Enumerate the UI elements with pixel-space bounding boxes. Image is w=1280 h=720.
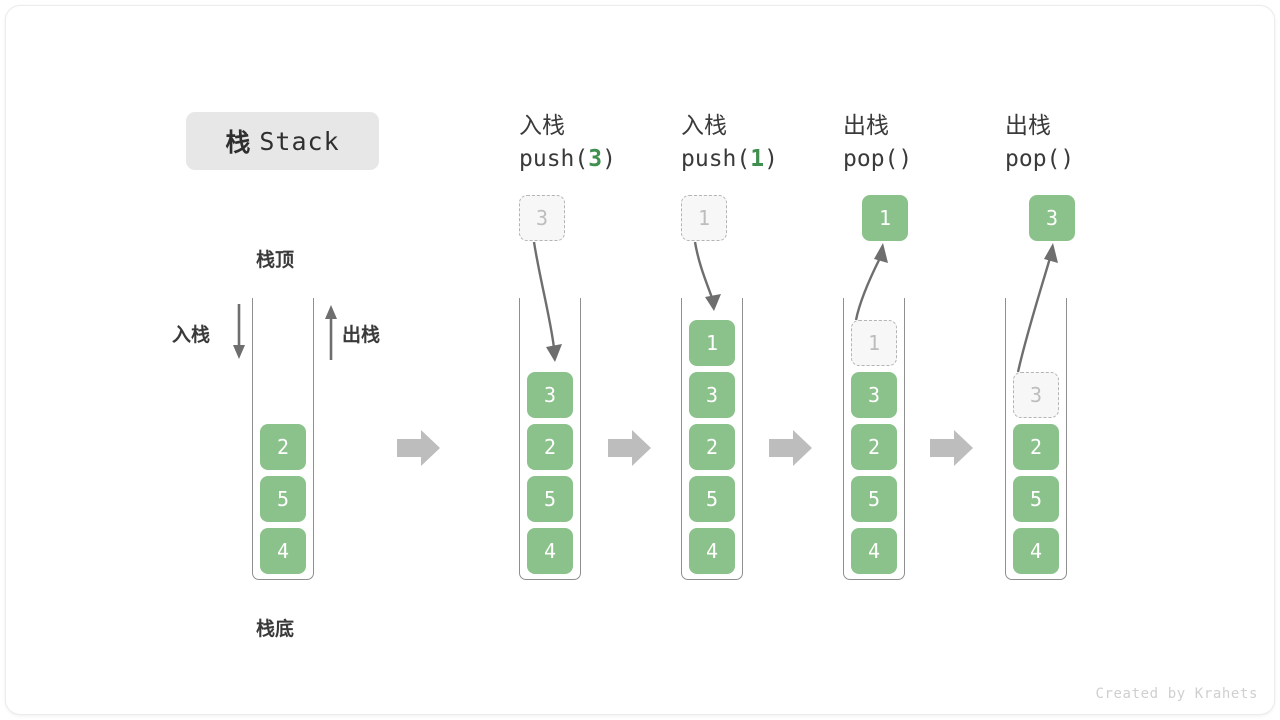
pop-arrow-up-icon bbox=[325, 305, 337, 360]
stack-cell: 5 bbox=[851, 476, 897, 522]
call-suffix: ) bbox=[1060, 146, 1075, 172]
cell-value: 3 bbox=[1045, 206, 1059, 230]
step-op-label: 出栈 bbox=[1005, 113, 1051, 139]
call-suffix: ) bbox=[602, 146, 616, 172]
cell-value: 3 bbox=[543, 383, 557, 407]
stack-cell: 2 bbox=[527, 424, 573, 470]
step-stack-container bbox=[681, 298, 743, 580]
reference-stack-container bbox=[252, 298, 314, 580]
page-title-cjk: 栈 bbox=[225, 128, 251, 157]
call-suffix: ) bbox=[764, 146, 778, 172]
cell-value: 4 bbox=[1029, 539, 1043, 563]
stack-cell: 5 bbox=[689, 476, 735, 522]
push-direction-label: 入栈 bbox=[172, 324, 211, 346]
step-op-label: 入栈 bbox=[519, 113, 565, 139]
step-call-label: push(1) bbox=[681, 146, 778, 172]
cell-value: 3 bbox=[1029, 383, 1043, 407]
incoming-element: 1 bbox=[681, 195, 727, 241]
cell-value: 1 bbox=[705, 331, 719, 355]
cell-value: 2 bbox=[1029, 435, 1043, 459]
stack-cell: 5 bbox=[527, 476, 573, 522]
incoming-element: 3 bbox=[519, 195, 565, 241]
popped-element: 3 bbox=[1029, 195, 1075, 241]
cell-value: 3 bbox=[535, 206, 549, 230]
cell-value: 2 bbox=[867, 435, 881, 459]
credit-footer: Created by Krahets bbox=[1095, 686, 1258, 702]
step-header: 入栈 push(3) bbox=[519, 106, 616, 172]
cell-value: 3 bbox=[705, 383, 719, 407]
stack-cell: 2 bbox=[1013, 424, 1059, 470]
step-stack-container bbox=[519, 298, 581, 580]
step-call-label: pop() bbox=[843, 146, 912, 172]
popped-element: 1 bbox=[862, 195, 908, 241]
stack-cell: 4 bbox=[689, 528, 735, 574]
stack-cell: 1 bbox=[851, 320, 897, 366]
cell-value: 4 bbox=[276, 539, 290, 563]
stack-cell: 4 bbox=[527, 528, 573, 574]
push-arrow-down-icon bbox=[233, 304, 245, 359]
stack-cell: 3 bbox=[1013, 372, 1059, 418]
call-prefix: pop( bbox=[843, 146, 899, 172]
page-title: 栈 Stack bbox=[186, 112, 379, 170]
cell-value: 4 bbox=[867, 539, 881, 563]
stack-cell: 4 bbox=[260, 528, 306, 574]
step-header: 入栈 push(1) bbox=[681, 106, 778, 172]
stack-cell: 2 bbox=[260, 424, 306, 470]
stack-top-label: 栈顶 bbox=[256, 249, 295, 271]
cell-value: 1 bbox=[867, 331, 881, 355]
call-suffix: ) bbox=[898, 146, 913, 172]
step-stack-container bbox=[843, 298, 905, 580]
stack-cell: 2 bbox=[689, 424, 735, 470]
call-prefix: pop( bbox=[1005, 146, 1061, 172]
step-header: 出栈 pop() bbox=[1005, 106, 1074, 172]
call-argument: 1 bbox=[750, 146, 765, 172]
stack-cell: 5 bbox=[1013, 476, 1059, 522]
stack-cell: 5 bbox=[260, 476, 306, 522]
step-op-label: 入栈 bbox=[681, 113, 727, 139]
call-prefix: push( bbox=[519, 146, 589, 172]
step-header: 出栈 pop() bbox=[843, 106, 912, 172]
step-call-label: pop() bbox=[1005, 146, 1074, 172]
flow-separator-arrow-icon bbox=[608, 430, 651, 466]
flow-separator-arrow-icon bbox=[397, 430, 440, 466]
pop-direction-label: 出栈 bbox=[342, 324, 381, 346]
cell-value: 5 bbox=[543, 487, 557, 511]
step-stack-container bbox=[1005, 298, 1067, 580]
stack-cell: 1 bbox=[689, 320, 735, 366]
cell-value: 4 bbox=[705, 539, 719, 563]
cell-value: 5 bbox=[276, 487, 290, 511]
step-call-label: push(3) bbox=[519, 146, 616, 172]
stack-cell: 3 bbox=[689, 372, 735, 418]
cell-value: 2 bbox=[543, 435, 557, 459]
stack-cell: 4 bbox=[851, 528, 897, 574]
page-title-latin: Stack bbox=[259, 126, 340, 156]
call-argument: 3 bbox=[588, 146, 603, 172]
stack-cell: 3 bbox=[527, 372, 573, 418]
cell-value: 2 bbox=[705, 435, 719, 459]
cell-value: 5 bbox=[1029, 487, 1043, 511]
stack-cell: 3 bbox=[851, 372, 897, 418]
cell-value: 3 bbox=[867, 383, 881, 407]
cell-value: 5 bbox=[867, 487, 881, 511]
cell-value: 1 bbox=[878, 206, 892, 230]
cell-value: 1 bbox=[697, 206, 711, 230]
stack-bottom-label: 栈底 bbox=[256, 618, 295, 640]
step-op-label: 出栈 bbox=[843, 113, 889, 139]
stack-cell: 2 bbox=[851, 424, 897, 470]
stack-cell: 4 bbox=[1013, 528, 1059, 574]
cell-value: 2 bbox=[276, 435, 290, 459]
flow-separator-arrow-icon bbox=[930, 430, 973, 466]
flow-separator-arrow-icon bbox=[769, 430, 812, 466]
call-prefix: push( bbox=[681, 146, 751, 172]
cell-value: 4 bbox=[543, 539, 557, 563]
cell-value: 5 bbox=[705, 487, 719, 511]
